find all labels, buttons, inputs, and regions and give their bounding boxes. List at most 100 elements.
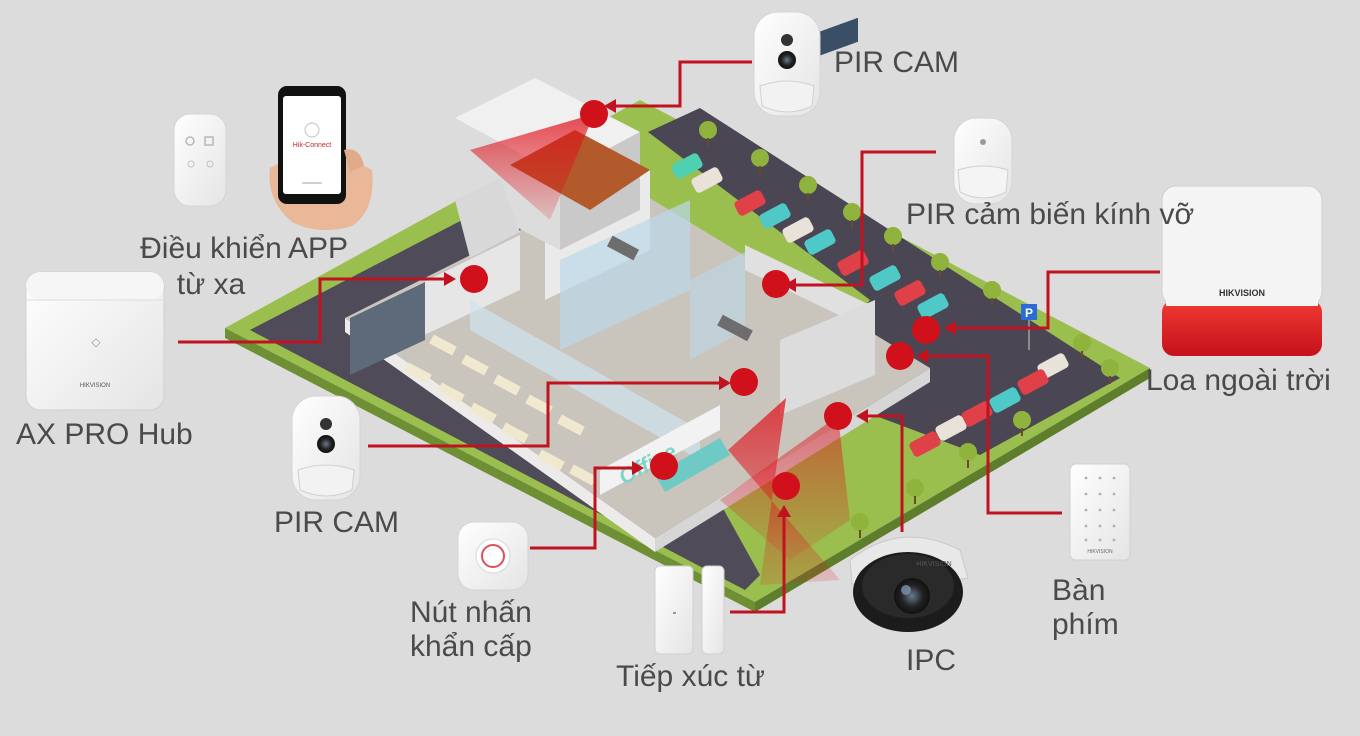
connector-keypad bbox=[922, 354, 1062, 515]
car bbox=[869, 265, 901, 291]
label-keypad-line2: phím bbox=[1052, 608, 1119, 641]
connector-pir-cam-left bbox=[368, 381, 725, 448]
arrowhead bbox=[916, 349, 928, 363]
marker-pir-cam-upper[interactable] bbox=[580, 100, 608, 128]
label-keypad-line1: Bàn bbox=[1052, 574, 1106, 607]
keypad-device[interactable]: HIKVISION bbox=[1069, 463, 1131, 561]
pir-glass-break-device[interactable] bbox=[953, 117, 1013, 205]
staircase bbox=[455, 178, 520, 258]
connector-siren bbox=[950, 270, 1160, 330]
tree bbox=[799, 176, 817, 201]
car bbox=[671, 153, 703, 179]
beam-upper bbox=[470, 114, 594, 220]
connector-ipc bbox=[862, 414, 904, 532]
car bbox=[1037, 353, 1069, 379]
keypad-keys bbox=[1084, 476, 1116, 542]
arrowhead bbox=[719, 376, 731, 390]
partition-right bbox=[745, 245, 870, 330]
marker-glass-break[interactable] bbox=[762, 270, 790, 298]
marker-magnetic-contact[interactable] bbox=[772, 472, 800, 500]
marker-ipc[interactable] bbox=[824, 402, 852, 430]
car bbox=[909, 431, 941, 457]
arrowhead bbox=[784, 278, 796, 292]
tree bbox=[884, 227, 902, 252]
building: Office bbox=[345, 17, 930, 552]
car bbox=[804, 229, 836, 255]
label-ax-pro-hub: AX PRO Hub bbox=[16, 418, 193, 451]
label-magnetic-contact: Tiếp xúc từ bbox=[616, 660, 766, 693]
camera-lens-icon bbox=[781, 34, 793, 46]
arrowhead bbox=[632, 461, 644, 475]
camera-lens-icon bbox=[317, 435, 335, 453]
tree bbox=[906, 479, 924, 504]
car bbox=[917, 293, 949, 319]
tree bbox=[1101, 359, 1119, 384]
arrowhead bbox=[777, 505, 791, 517]
panic-button-device[interactable] bbox=[457, 521, 529, 591]
site-front-edge bbox=[225, 328, 755, 612]
magnetic-contact-device[interactable] bbox=[654, 565, 725, 655]
label-outdoor-siren: Loa ngoài trời bbox=[1146, 364, 1331, 397]
parking-sign: P bbox=[1021, 304, 1037, 350]
video-wall bbox=[818, 17, 858, 57]
label-pir-cam-top: PIR CAM bbox=[834, 46, 960, 79]
ipc-dome-device[interactable]: HIKVISION bbox=[849, 536, 969, 632]
camera-lens-icon bbox=[894, 578, 930, 614]
car bbox=[782, 217, 814, 243]
office-counter bbox=[655, 438, 730, 492]
nfc-icon: ◇ bbox=[91, 335, 101, 349]
label-pir-cam-left: PIR CAM bbox=[274, 506, 400, 539]
brand-logo: HIKVISION bbox=[916, 561, 951, 568]
workstations bbox=[404, 235, 753, 486]
device-markers bbox=[460, 100, 940, 500]
car bbox=[961, 401, 993, 427]
glass-wall-office bbox=[560, 200, 690, 350]
pir-cam-left-device[interactable] bbox=[291, 395, 361, 501]
smartphone-device[interactable]: Hik-Connect bbox=[269, 86, 373, 231]
trees bbox=[699, 121, 1119, 538]
label-keypad: Bàn phím bbox=[1052, 574, 1119, 642]
tree bbox=[931, 253, 949, 278]
connector-panic-button bbox=[530, 466, 638, 550]
arrowhead bbox=[604, 99, 616, 113]
pir-cam-top-device[interactable] bbox=[753, 11, 821, 117]
label-panic-line1: Nút nhấn bbox=[410, 596, 532, 629]
ax-pro-hub-device[interactable]: ◇ HIKVISION bbox=[25, 271, 165, 411]
car bbox=[894, 280, 926, 306]
thumb bbox=[344, 149, 364, 172]
connector-hub bbox=[178, 277, 450, 344]
connector-lines bbox=[178, 60, 1160, 614]
marker-siren[interactable] bbox=[912, 316, 940, 344]
tree bbox=[959, 443, 977, 468]
marker-pir-cam-left[interactable] bbox=[730, 368, 758, 396]
tree bbox=[699, 121, 717, 146]
app-name: Hik-Connect bbox=[293, 142, 332, 149]
reception-wall bbox=[600, 405, 720, 495]
parked-cars bbox=[671, 153, 1069, 457]
tree bbox=[1013, 411, 1031, 436]
brand-logo: HIKVISION bbox=[1087, 549, 1113, 555]
storage-shelves bbox=[350, 282, 425, 375]
meeting-room-glass bbox=[690, 252, 745, 360]
car bbox=[935, 415, 967, 441]
label-ipc: IPC bbox=[906, 644, 957, 677]
marker-keypad[interactable] bbox=[886, 342, 914, 370]
marker-panic-button[interactable] bbox=[650, 452, 678, 480]
tree bbox=[1073, 334, 1091, 359]
car bbox=[759, 203, 791, 229]
car bbox=[691, 167, 723, 193]
label-panic-button: Nút nhấn khẩn cấp bbox=[410, 596, 532, 664]
marker-hub[interactable] bbox=[460, 265, 488, 293]
connector-pir-cam-top bbox=[610, 60, 752, 108]
outdoor-siren-device[interactable]: HIKVISION bbox=[1161, 185, 1323, 356]
remote-control-device[interactable] bbox=[173, 113, 227, 207]
connector-pir-glass-break bbox=[790, 150, 936, 287]
label-app: APP bbox=[288, 232, 349, 265]
home-icon bbox=[204, 136, 214, 146]
label-remote-line2: từ xa bbox=[176, 268, 246, 301]
tree bbox=[843, 203, 861, 228]
label-panic-line2: khẩn cấp bbox=[410, 630, 532, 663]
brand-logo: HIKVISION bbox=[1219, 288, 1265, 298]
arrowhead bbox=[944, 321, 956, 335]
label-remote-line1: Điều khiển bbox=[140, 232, 282, 265]
